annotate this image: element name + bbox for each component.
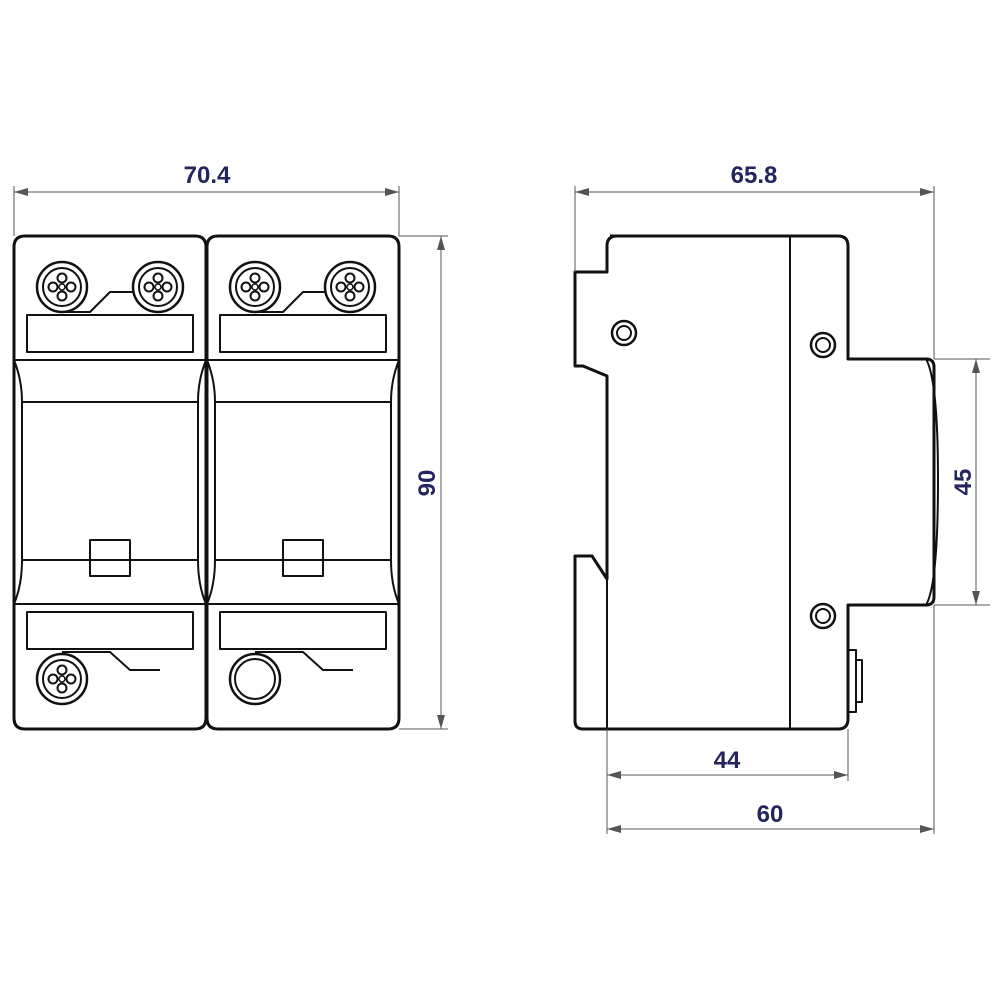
mounting-hole-icon: [809, 331, 837, 359]
mounting-hole-icon: [809, 602, 837, 630]
dim-front-to-back-label: 60: [757, 801, 784, 828]
dimension-front-to-back: 60: [607, 605, 935, 834]
terminal-screw-icon: [228, 260, 282, 314]
pole-2-module: [205, 234, 401, 731]
dimension-side-depth: 65.8: [574, 162, 935, 359]
dimension-rail-slot: 45: [934, 358, 990, 606]
dimension-front-to-step: 44: [606, 729, 849, 834]
terminal-screw-icon: [131, 260, 185, 314]
dimension-front-height: 90: [399, 235, 448, 730]
side-view: 65.8 45 44 60: [573, 162, 990, 834]
pole-1-module: [12, 234, 208, 731]
terminal-screw-icon: [323, 260, 377, 314]
dim-side-depth-label: 65.8: [731, 162, 778, 189]
open-terminal-icon: [228, 652, 282, 706]
terminal-screw-icon: [35, 652, 89, 706]
dimension-front-width: 70.4: [13, 162, 400, 236]
mounting-hole-icon: [610, 319, 638, 347]
dim-rail-slot-label: 45: [950, 469, 977, 496]
dim-front-width-label: 70.4: [184, 162, 231, 189]
terminal-screw-icon: [35, 260, 89, 314]
dim-front-height-label: 90: [414, 470, 441, 497]
dim-front-to-step-label: 44: [714, 747, 741, 774]
front-view: 70.4 90: [12, 162, 448, 731]
